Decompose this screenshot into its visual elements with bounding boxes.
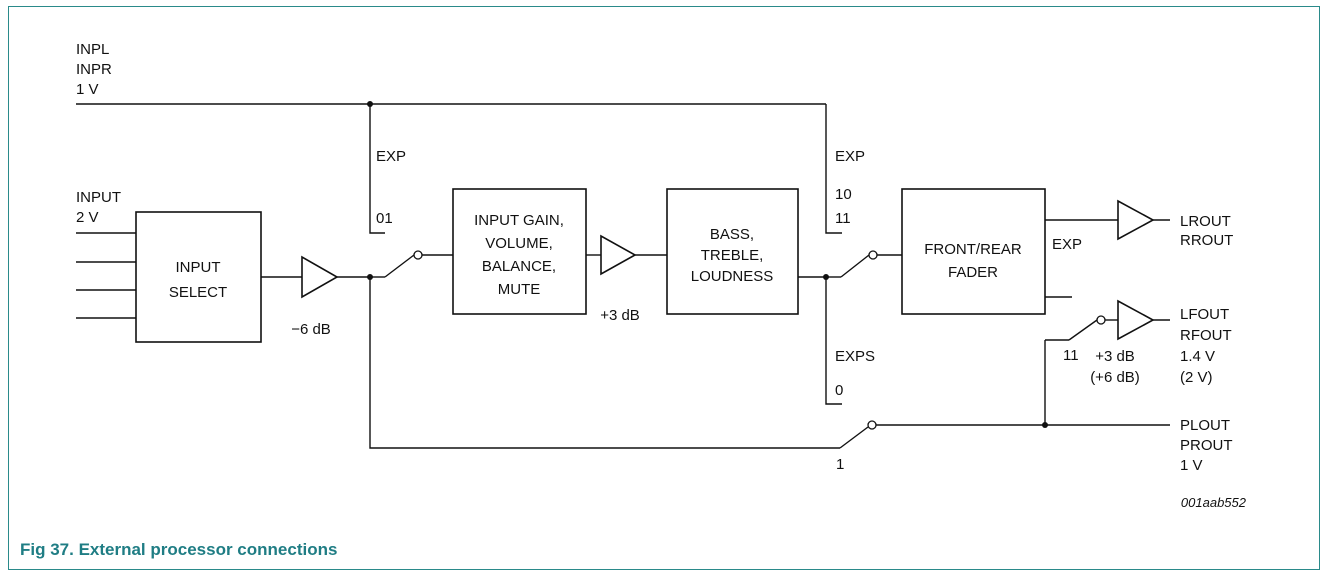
gain-block-text-3: BALANCE, bbox=[482, 258, 556, 275]
exps-label: EXPS bbox=[835, 348, 875, 365]
plus3db-amplifier bbox=[600, 234, 637, 276]
fader-text-1: FRONT/REAR bbox=[924, 241, 1022, 258]
figure-frame bbox=[8, 6, 1320, 570]
input-level2-label: 2 V bbox=[76, 209, 99, 226]
fader-text-2: FADER bbox=[948, 264, 998, 281]
tone-control-block bbox=[666, 188, 799, 315]
external-input-line bbox=[76, 101, 842, 234]
prout-label: PROUT bbox=[1180, 437, 1233, 454]
inpr-label: INPR bbox=[76, 61, 112, 78]
tone-block-text-3: LOUDNESS bbox=[691, 268, 774, 285]
input-lines bbox=[76, 232, 136, 319]
lrout-label: LROUT bbox=[1180, 213, 1231, 230]
rear-output-amplifier bbox=[1117, 199, 1155, 241]
code-01-label: 01 bbox=[376, 210, 393, 227]
gain-block-text-1: INPUT GAIN, bbox=[474, 212, 564, 229]
front-output-amplifier bbox=[1117, 299, 1155, 341]
lfout-label: LFOUT bbox=[1180, 306, 1229, 323]
input-select-text-1: INPUT bbox=[176, 259, 221, 276]
plus3db-label: +3 dB bbox=[600, 307, 640, 324]
figure-caption: Fig 37. External processor connections bbox=[20, 540, 338, 559]
pout-level-label: 1 V bbox=[1180, 457, 1203, 474]
exp-top-label: EXP bbox=[376, 148, 406, 165]
code-0-label: 0 bbox=[835, 382, 843, 399]
minus6db-label: −6 dB bbox=[291, 321, 331, 338]
input-select-block bbox=[135, 211, 262, 343]
minus6db-amplifier bbox=[301, 255, 339, 299]
front-gain-label: +3 dB bbox=[1095, 348, 1135, 365]
input-label: INPUT bbox=[76, 189, 121, 206]
code-10-label: 10 bbox=[835, 186, 852, 203]
rrout-label: RROUT bbox=[1180, 232, 1233, 249]
tone-block-text-1: BASS, bbox=[710, 226, 754, 243]
front-level-label: 1.4 V bbox=[1180, 348, 1215, 365]
input-gain-block bbox=[452, 188, 587, 315]
switch-front-out bbox=[1045, 315, 1118, 341]
input-select-text-2: SELECT bbox=[169, 284, 227, 301]
code-11-low-label: 11 bbox=[1063, 347, 1079, 364]
tone-block-text-2: TREBLE, bbox=[701, 247, 764, 264]
figure-code: 001aab552 bbox=[1181, 495, 1247, 510]
switch-bypass bbox=[839, 340, 1170, 449]
plout-label: PLOUT bbox=[1180, 417, 1230, 434]
rfout-label: RFOUT bbox=[1180, 327, 1232, 344]
switch-exp-input bbox=[370, 250, 453, 278]
front-gain-alt-label: (+6 dB) bbox=[1090, 369, 1140, 386]
gain-block-text-2: VOLUME, bbox=[485, 235, 553, 252]
front-level-alt-label: (2 V) bbox=[1180, 369, 1213, 386]
exp-mid-label: EXP bbox=[835, 148, 865, 165]
fader-block bbox=[901, 188, 1046, 315]
code-11-top-label: 11 bbox=[835, 210, 851, 227]
switch-exp-fader bbox=[826, 250, 902, 278]
gain-block-text-4: MUTE bbox=[498, 281, 541, 298]
code-1-label: 1 bbox=[836, 456, 844, 473]
inpl-label: INPL bbox=[76, 41, 109, 58]
input-level-label: 1 V bbox=[76, 81, 99, 98]
exp-fader-label: EXP bbox=[1052, 236, 1082, 253]
